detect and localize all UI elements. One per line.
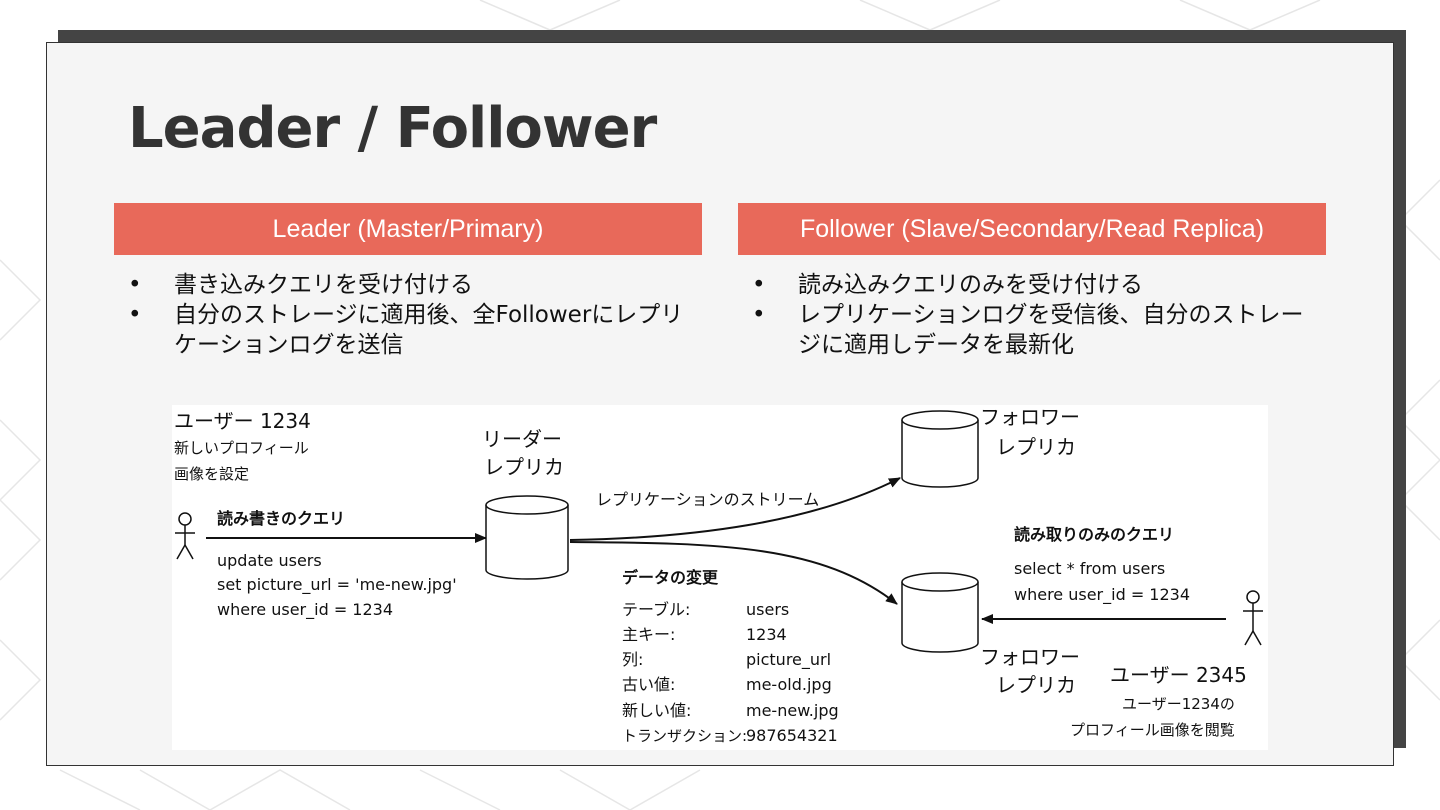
follower-upper-label-line2: レプリカ [996,435,1076,459]
data-change-key: テーブル: [622,600,691,619]
leader-label-line1: リーダー [482,427,562,451]
bullet-text: 自分のストレージに適用後、全Followerにレプリケーションログを送信 [174,302,684,358]
replication-arrow-lower [569,541,898,605]
user-2345-name: ユーザー 2345 [1110,663,1247,687]
replication-diagram: ユーザー 1234 新しいプロフィール 画像を設定 読み書きのクエリ updat… [172,405,1268,750]
data-change-value: 987654321 [746,726,838,745]
bullet-item: • レプリケーションログを受信後、自分のストレージに適用しデータを最新化 [752,300,1312,360]
write-query-line3: where user_id = 1234 [217,600,394,619]
leader-bullet-list: • 書き込みクエリを受け付ける • 自分のストレージに適用後、全Followerにレ… [128,270,688,360]
data-change-key: トランザクション: [622,727,748,745]
bullet-dot: • [128,272,142,298]
data-change-value: 1234 [746,625,787,644]
bullet-item: • 書き込みクエリを受け付ける [128,270,688,300]
follower-database-lower-icon [901,572,979,653]
write-query-label: 読み書きのクエリ [217,509,346,528]
follower-database-upper-icon [901,410,979,488]
bullet-item: • 自分のストレージに適用後、全Followerにレプリケーションログを送信 [128,300,688,360]
bullet-text: 書き込みクエリを受け付ける [174,272,473,298]
data-change-value: me-new.jpg [746,701,839,720]
bullet-dot: • [752,302,766,328]
bullet-text: レプリケーションログを受信後、自分のストレージに適用しデータを最新化 [798,302,1304,358]
data-change-key: 主キー: [622,625,676,644]
diagram-graphics [175,410,1263,653]
read-query-line2: where user_id = 1234 [1014,585,1191,604]
bullet-dot: • [752,272,766,298]
data-change-value: picture_url [746,650,832,669]
read-query-label: 読み取りのみのクエリ [1014,525,1175,544]
follower-bullet-list: • 読み込みクエリのみを受け付ける • レプリケーションログを受信後、自分のストレー… [752,270,1312,360]
data-change-key: 列: [622,650,644,669]
user-1234-name: ユーザー 1234 [174,409,311,433]
bullet-dot: • [128,302,142,328]
leader-label-line2: レプリカ [484,455,564,479]
replication-arrow-upper [569,477,901,541]
data-change-value: users [746,600,790,619]
user-2345-figure [1243,590,1263,646]
leader-header: Leader (Master/Primary) [114,203,702,255]
follower-lower-label-line2: レプリカ [996,673,1076,697]
write-query-line2: set picture_url = 'me-new.jpg' [217,575,457,594]
user-2345-desc-line1: ユーザー1234の [1122,695,1235,713]
leader-database-icon [485,495,569,580]
write-query-line1: update users [217,551,322,570]
user-2345-desc-line2: プロフィール画像を閲覧 [1070,721,1235,739]
bullet-item: • 読み込みクエリのみを受け付ける [752,270,1312,300]
bullet-text: 読み込みクエリのみを受け付ける [798,272,1143,298]
user-1234-desc-line1: 新しいプロフィール [174,439,309,457]
follower-upper-label-line1: フォロワー [980,405,1080,429]
data-change-key: 新しい値: [622,701,692,720]
data-change-key: 古い値: [622,675,676,694]
replication-stream-label: レプリケーションのストリーム [596,490,820,509]
user-1234-figure [175,512,195,560]
user-1234-desc-line2: 画像を設定 [174,465,250,483]
data-change-value: me-old.jpg [746,675,832,694]
data-change-title: データの変更 [622,568,719,587]
follower-header: Follower (Slave/Secondary/Read Replica) [738,203,1326,255]
slide-title: Leader / Follower [128,96,657,161]
read-query-line1: select * from users [1014,559,1166,578]
follower-lower-label-line1: フォロワー [980,645,1080,669]
